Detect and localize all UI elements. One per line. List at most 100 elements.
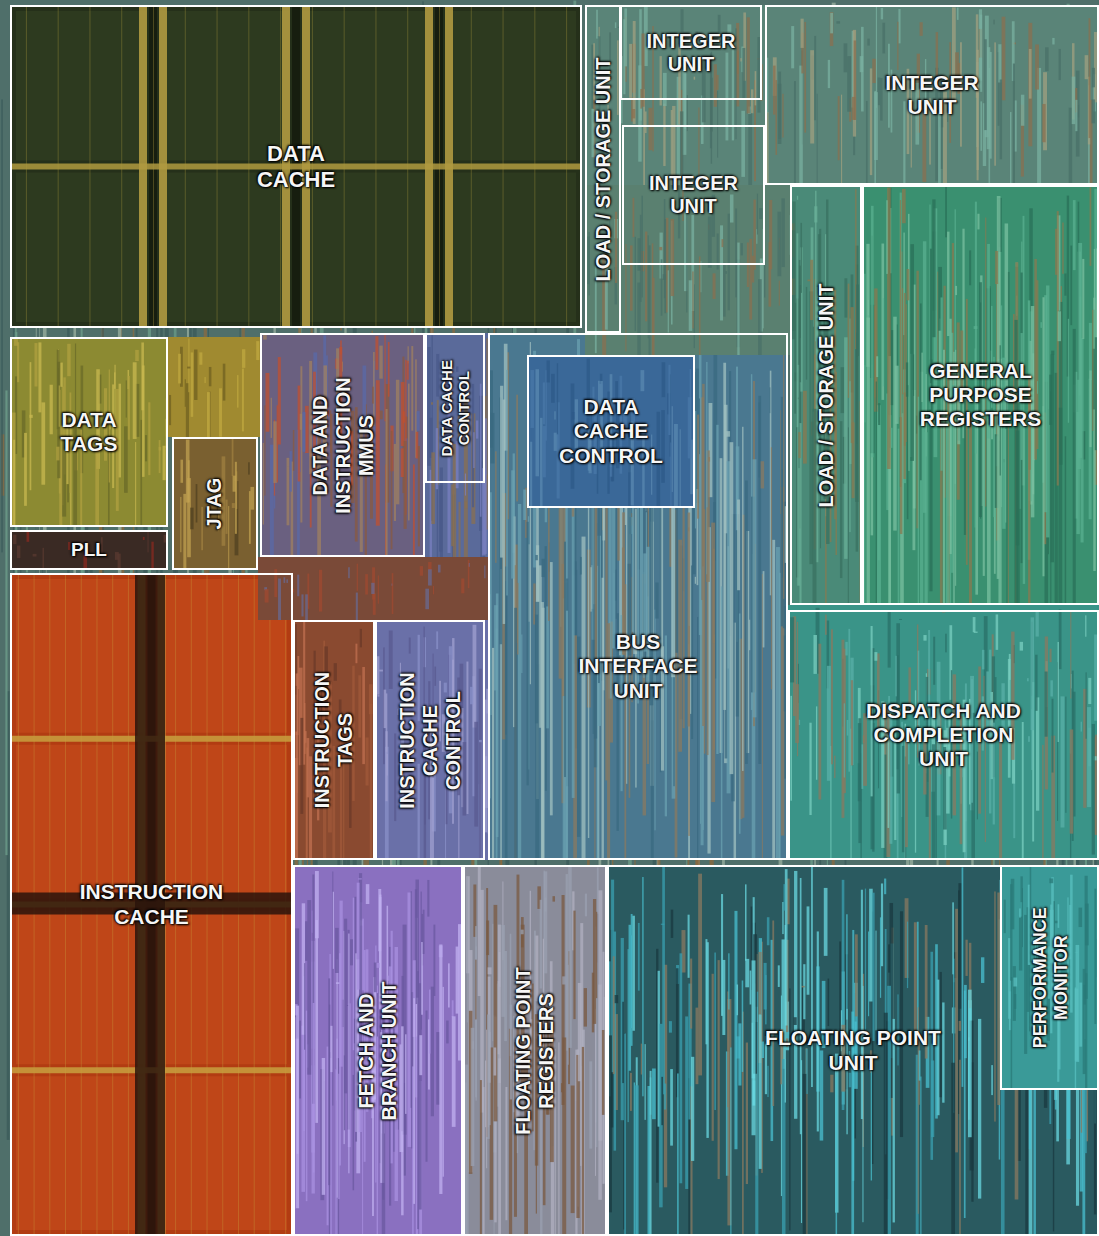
die-texture xyxy=(264,405,265,495)
die-texture xyxy=(689,280,693,331)
die-texture xyxy=(1069,108,1073,185)
die-texture xyxy=(278,357,281,444)
die-texture xyxy=(1028,23,1032,146)
die-texture xyxy=(645,232,647,322)
die-texture xyxy=(663,104,665,166)
die-texture xyxy=(237,375,238,408)
die-texture xyxy=(923,241,926,513)
die-texture xyxy=(379,346,382,379)
die-texture xyxy=(431,452,435,524)
die-texture xyxy=(740,58,741,61)
die-block xyxy=(172,437,258,570)
die-texture xyxy=(863,713,867,786)
die-texture xyxy=(758,396,761,764)
die-texture xyxy=(1075,100,1077,131)
die-texture xyxy=(582,537,586,860)
die-texture xyxy=(723,363,726,710)
die-texture xyxy=(30,362,32,490)
die-texture xyxy=(401,1026,403,1215)
die-block xyxy=(463,865,607,1236)
die-texture xyxy=(725,271,727,274)
die-texture xyxy=(933,637,935,685)
die-texture xyxy=(248,5,249,328)
die-texture xyxy=(389,631,393,689)
die-texture xyxy=(461,578,464,593)
die-texture xyxy=(205,377,206,383)
die-texture xyxy=(773,66,776,115)
die-texture xyxy=(446,1021,449,1044)
die-texture xyxy=(225,500,227,534)
die-texture xyxy=(1086,672,1087,738)
die-texture xyxy=(546,606,549,728)
die-texture xyxy=(618,27,619,28)
die-texture xyxy=(921,353,922,402)
die-texture xyxy=(749,620,750,650)
die-texture xyxy=(741,111,745,177)
die-texture xyxy=(596,10,598,39)
die-texture xyxy=(431,987,434,1117)
die-texture xyxy=(806,287,807,380)
die-texture xyxy=(465,502,467,509)
die-texture xyxy=(1088,678,1091,704)
die-texture xyxy=(348,567,350,578)
die-texture xyxy=(713,549,715,643)
die-texture xyxy=(505,581,507,734)
die-texture xyxy=(17,342,19,382)
die-block xyxy=(527,355,695,508)
die-texture xyxy=(856,285,859,357)
die-texture xyxy=(686,210,687,313)
die-texture xyxy=(304,963,305,1050)
die-texture xyxy=(232,437,234,476)
die-texture xyxy=(597,867,599,913)
die-texture xyxy=(788,605,1099,860)
die-texture xyxy=(290,451,292,492)
die-texture xyxy=(353,898,355,1051)
die-texture xyxy=(671,219,675,296)
die-texture xyxy=(998,44,1001,82)
die-texture xyxy=(799,260,801,468)
die-texture xyxy=(417,411,420,431)
die-texture xyxy=(716,425,718,754)
die-texture xyxy=(996,614,999,649)
die-texture xyxy=(638,65,641,161)
die-texture xyxy=(990,52,992,159)
die-texture xyxy=(67,344,70,376)
die-texture xyxy=(1028,736,1030,742)
die-texture xyxy=(982,650,984,670)
die-texture xyxy=(1078,243,1082,458)
die-texture xyxy=(876,356,878,377)
die-texture xyxy=(199,352,202,364)
die-texture xyxy=(632,109,635,118)
die-texture xyxy=(511,470,514,578)
die-texture xyxy=(761,461,764,488)
die-texture xyxy=(270,445,274,557)
die-texture xyxy=(29,415,32,418)
die-texture xyxy=(228,506,229,570)
die-texture xyxy=(1098,61,1099,178)
die-texture xyxy=(844,703,845,777)
die-texture xyxy=(540,418,543,508)
die-texture xyxy=(1021,95,1024,126)
die-texture xyxy=(358,675,361,737)
die-texture xyxy=(377,963,380,968)
die-texture xyxy=(809,723,811,815)
die-texture xyxy=(554,411,555,419)
die-texture xyxy=(413,464,415,557)
die-texture xyxy=(1052,699,1054,773)
die-texture xyxy=(1059,609,1062,669)
die-block xyxy=(488,333,788,860)
die-texture xyxy=(735,28,736,139)
die-texture xyxy=(664,219,666,313)
die-texture xyxy=(969,417,972,605)
die-texture xyxy=(963,700,966,853)
die-texture xyxy=(947,232,949,336)
die-texture xyxy=(271,398,272,438)
die-texture xyxy=(1087,707,1091,807)
die-texture xyxy=(848,284,850,398)
die-texture xyxy=(737,243,739,355)
die-texture xyxy=(409,638,411,654)
die-texture xyxy=(420,566,423,576)
die-texture xyxy=(816,706,817,779)
die-texture xyxy=(300,414,302,430)
die-texture xyxy=(1,99,3,552)
